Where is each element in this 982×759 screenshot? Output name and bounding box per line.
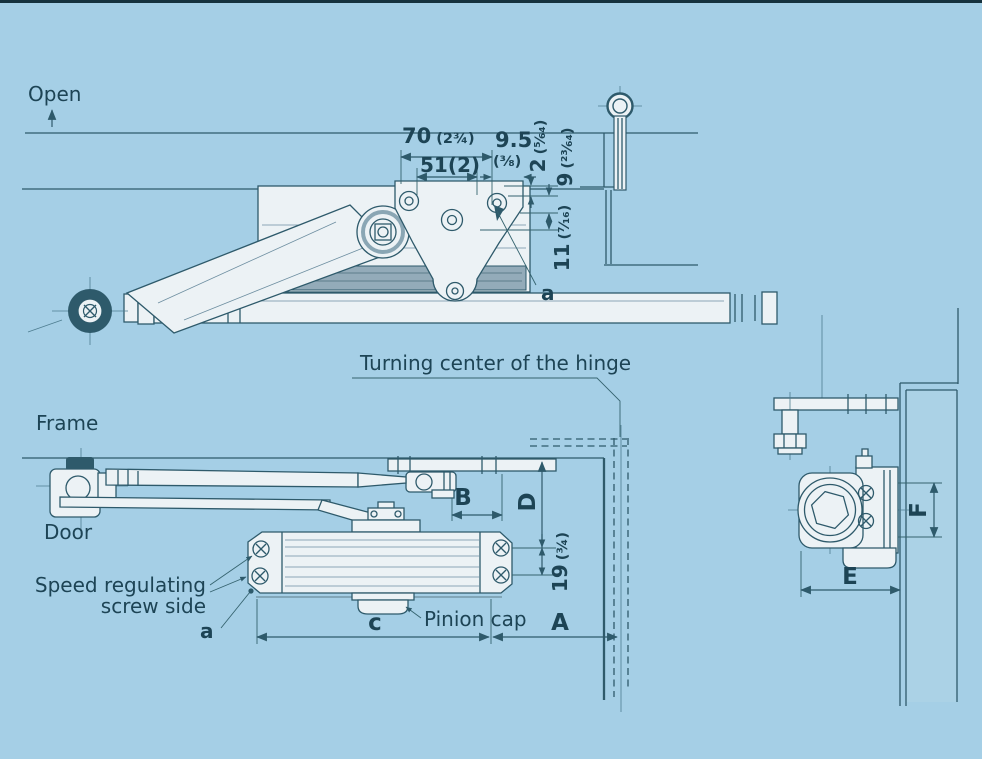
dim-c-label: c (368, 610, 382, 636)
dim-70-label: 70(2¾) (402, 124, 475, 148)
pinion-cap-side (842, 547, 897, 569)
body-screws (251, 539, 510, 585)
arm-bar-side (773, 392, 899, 460)
dim-2-label: 2(⁵⁄₆₄) (526, 120, 550, 173)
closer-body-front (247, 531, 513, 615)
main-arm-front (59, 496, 391, 531)
front-view: Turning center of the hinge Frame (22, 351, 631, 712)
speed-regulating-label-1: Speed regulating (35, 573, 206, 597)
screw-a-wedge (494, 205, 504, 221)
mounting-bracket-top (394, 180, 524, 302)
frame-label: Frame (36, 411, 98, 435)
frame-profile (580, 133, 698, 266)
pinion-cap-callout: Pinion cap (405, 606, 527, 631)
speed-regulating-label-2: screw side (101, 594, 206, 618)
dim-F: F (898, 482, 942, 538)
dim-9-5-label: 9.5 (495, 128, 532, 152)
dim-9-5: 9.5 (⅜) (480, 128, 536, 181)
wall-section (821, 308, 959, 706)
ref-a-front: a (200, 588, 254, 643)
pinion-pivot-top (356, 205, 410, 259)
dim-c-A: c A (256, 599, 618, 644)
hinge-pin (598, 86, 642, 191)
dim-B: B (451, 474, 503, 521)
page-top-border (0, 0, 982, 3)
ref-a-top-label: a (541, 281, 555, 305)
dim-B-label: B (454, 485, 472, 511)
dim-51-label: 51(2) (420, 153, 480, 177)
shoe-bar (387, 456, 557, 474)
pinion-cap-front (351, 592, 415, 615)
dim-A-label: A (551, 610, 569, 636)
hex-cap (810, 490, 850, 530)
speed-regulating-callout: Speed regulating screw side (35, 555, 253, 618)
closer-body-side (788, 448, 910, 569)
top-view: Open (22, 82, 778, 345)
turning-center-label: Turning center of the hinge (359, 351, 631, 375)
dim-D-19: D 19(¾) (512, 461, 572, 592)
arm-end-fitting (27, 277, 128, 345)
dim-D-label: D (515, 492, 541, 511)
side-view: F E (773, 308, 959, 706)
dim-2-9-11: 2(⁵⁄₆₄) 9(²³⁄₆₄) 11(⁷⁄₁₆) (480, 120, 577, 272)
main-arm-top (125, 204, 398, 334)
dim-9-label: 9(²³⁄₆₄) (553, 127, 577, 186)
dim-E-label: E (842, 564, 858, 590)
side-screws (857, 484, 875, 530)
dim-70: 70(2¾) (400, 124, 493, 205)
ref-a-top: a (496, 210, 555, 305)
dim-11-label: 11(⁷⁄₁₆) (550, 205, 574, 272)
dim-F-label: F (906, 502, 932, 518)
dim-19-label: 19(¾) (548, 532, 572, 592)
door-label: Door (44, 520, 93, 544)
elbow-joint-front (405, 471, 457, 499)
ref-a-front-label: a (200, 619, 214, 643)
open-label: Open (28, 82, 81, 106)
forearm-rod-front (105, 468, 407, 488)
dim-9-5-fraction: (⅜) (493, 154, 521, 170)
dim-E: E (800, 551, 901, 597)
turning-center-leader (352, 377, 621, 437)
dim-51: 51(2) (416, 153, 480, 195)
pinion-cap-label: Pinion cap (424, 607, 527, 631)
